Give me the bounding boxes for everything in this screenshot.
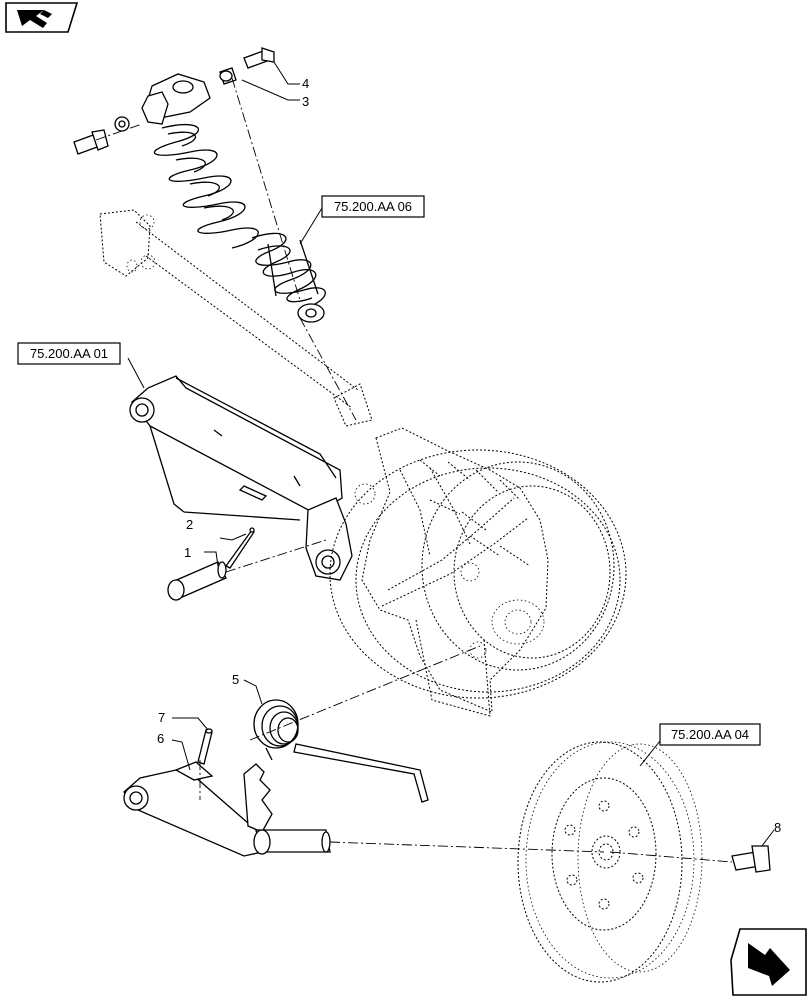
callout-3: 3	[302, 94, 309, 109]
spring-assembly	[141, 73, 326, 323]
back-arrow-icon[interactable]	[5, 2, 79, 33]
pin-part-1	[167, 561, 227, 601]
svg-text:75.200.AA 06: 75.200.AA 06	[334, 199, 412, 214]
reference-arm[interactable]: 75.200.AA 01	[17, 342, 121, 365]
cotter-pin-part-2	[225, 527, 255, 569]
callout-8: 8	[774, 820, 781, 835]
svg-text:75.200.AA 01: 75.200.AA 01	[30, 346, 108, 361]
bushing-part-3	[219, 67, 237, 85]
wheel-bolt-part-8	[731, 845, 771, 873]
gauge-wheel-frame	[329, 427, 627, 717]
callout-leaders	[127, 61, 775, 847]
upper-link	[99, 209, 373, 427]
callout-4: 4	[302, 76, 309, 91]
callout-2: 2	[186, 517, 193, 532]
main-arm	[129, 375, 353, 581]
bolt-part-4	[243, 47, 275, 69]
coil-spring	[153, 124, 259, 249]
reference-spring[interactable]: 75.200.AA 06	[321, 195, 425, 218]
bellows-boot	[251, 232, 326, 309]
callout-6: 6	[157, 731, 164, 746]
callout-7: 7	[158, 710, 165, 725]
roll-pin-part-7	[197, 728, 213, 765]
lever-arm-part-6	[123, 761, 331, 857]
wheel	[517, 741, 703, 983]
forward-arrow-icon[interactable]	[730, 928, 807, 996]
torsion-spring-part-5	[253, 699, 429, 803]
wheel-bolt-holes	[564, 800, 644, 910]
mount-bolt	[73, 116, 130, 155]
svg-text:75.200.AA 04: 75.200.AA 04	[671, 727, 749, 742]
reference-wheel[interactable]: 75.200.AA 04	[659, 723, 761, 746]
assembly-lines	[95, 77, 733, 863]
callout-5: 5	[232, 672, 239, 687]
callout-1: 1	[184, 545, 191, 560]
